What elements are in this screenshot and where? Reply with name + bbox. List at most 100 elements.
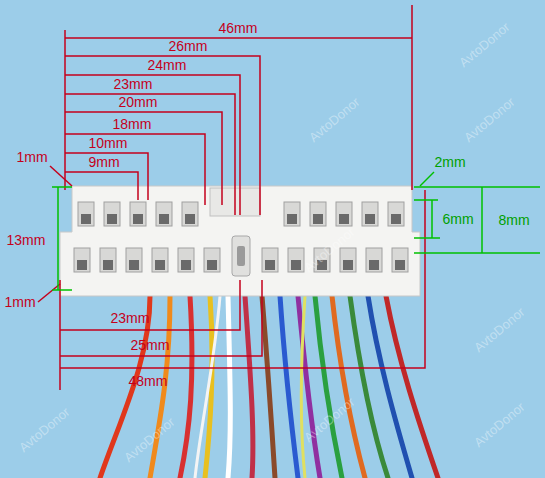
leader-line [50, 166, 72, 186]
pin-cavity [156, 202, 172, 226]
pin-terminal [133, 214, 143, 224]
pin-cavity [262, 248, 278, 272]
pin-cavity [130, 202, 146, 226]
dimension-label: 25mm [131, 337, 170, 353]
watermark: AvtoDonor [456, 19, 513, 71]
wire [245, 296, 253, 478]
dimension-line [60, 280, 240, 330]
dimension-line [431, 200, 433, 238]
pin-terminal [77, 260, 87, 270]
connector-key [237, 246, 245, 266]
pin-cavity [178, 248, 194, 272]
wire [386, 296, 438, 478]
pin-terminal [159, 214, 169, 224]
dimension-label: 48mm [129, 373, 168, 389]
wire [262, 296, 275, 478]
watermark: AvtoDonor [301, 394, 358, 446]
watermark: AvtoDonor [16, 404, 73, 456]
pin-terminal [287, 214, 297, 224]
pin-terminal [181, 260, 191, 270]
pin-terminal [395, 260, 405, 270]
watermark: AvtoDonor [471, 304, 528, 356]
pin-cavity [392, 248, 408, 272]
watermark: AvtoDonor [471, 399, 528, 451]
dimension-label: 1mm [16, 149, 47, 165]
wire [301, 296, 305, 478]
dimension-lines [38, 5, 425, 390]
dimension-line [60, 190, 425, 368]
dimension-line [65, 112, 222, 205]
dimension-label: 26mm [169, 38, 208, 54]
dimension-label: 2mm [434, 154, 465, 170]
pin-cavity [104, 202, 120, 226]
pin-cavity [340, 248, 356, 272]
dimension-line [65, 172, 138, 200]
pin-cavity [310, 202, 326, 226]
pin-terminal [365, 214, 375, 224]
pin-terminal [207, 260, 217, 270]
pin-terminal [129, 260, 139, 270]
dimension-line [64, 30, 66, 190]
dimension-line [59, 280, 61, 390]
pin-terminal [81, 214, 91, 224]
pin-terminal [265, 260, 275, 270]
pin-cavity [100, 248, 116, 272]
dimension-label: 46mm [219, 20, 258, 36]
wire [228, 296, 230, 478]
pin-cavity [336, 202, 352, 226]
dimension-label: 10mm [89, 135, 128, 151]
pin-cavity [182, 202, 198, 226]
dimension-line [65, 153, 148, 200]
watermark: AvtoDonor [461, 94, 518, 146]
pin-cavity [204, 248, 220, 272]
pin-cavity [288, 248, 304, 272]
pin-terminal [339, 214, 349, 224]
pin-terminal [369, 260, 379, 270]
dimension-line [414, 187, 540, 253]
pin-terminal [155, 260, 165, 270]
watermark: AvtoDonor [306, 94, 363, 146]
dimension-label: 6mm [442, 211, 473, 227]
wire [315, 296, 342, 478]
pin-terminal [107, 214, 117, 224]
dimension-label: 9mm [88, 154, 119, 170]
wires [100, 296, 438, 478]
pin-terminal [313, 214, 323, 224]
wire [180, 296, 192, 478]
dimension-line [65, 75, 240, 215]
dimension-line [65, 56, 260, 215]
dimension-label: 23mm [114, 76, 153, 92]
pin-cavity [366, 248, 382, 272]
pins [74, 202, 408, 272]
dimension-label: 23mm [111, 310, 150, 326]
dimension-line [65, 5, 412, 190]
dimension-label: 18mm [113, 116, 152, 132]
dimension-label: 20mm [119, 94, 158, 110]
dimension-label: 13mm [7, 232, 46, 248]
pin-terminal [343, 260, 353, 270]
wire [280, 296, 298, 478]
pin-terminal [291, 260, 301, 270]
pin-terminal [185, 214, 195, 224]
watermark: AvtoDonor [301, 224, 358, 276]
wire [332, 296, 365, 478]
leader-line [38, 284, 60, 302]
watermark: AvtoDonor [121, 414, 178, 466]
pin-terminal [391, 214, 401, 224]
connector-key [232, 236, 250, 276]
dimension-line [65, 134, 205, 205]
pin-cavity [74, 248, 90, 272]
dimension-line [481, 187, 483, 253]
pin-cavity [152, 248, 168, 272]
dimension-lines-green [52, 172, 540, 290]
wire [195, 296, 220, 478]
dimension-label: 1mm [4, 294, 35, 310]
pin-cavity [284, 202, 300, 226]
dimension-label: 8mm [498, 212, 529, 228]
dimension-line [60, 280, 262, 356]
dimension-label: 24mm [148, 57, 187, 73]
leader-line [420, 172, 434, 186]
